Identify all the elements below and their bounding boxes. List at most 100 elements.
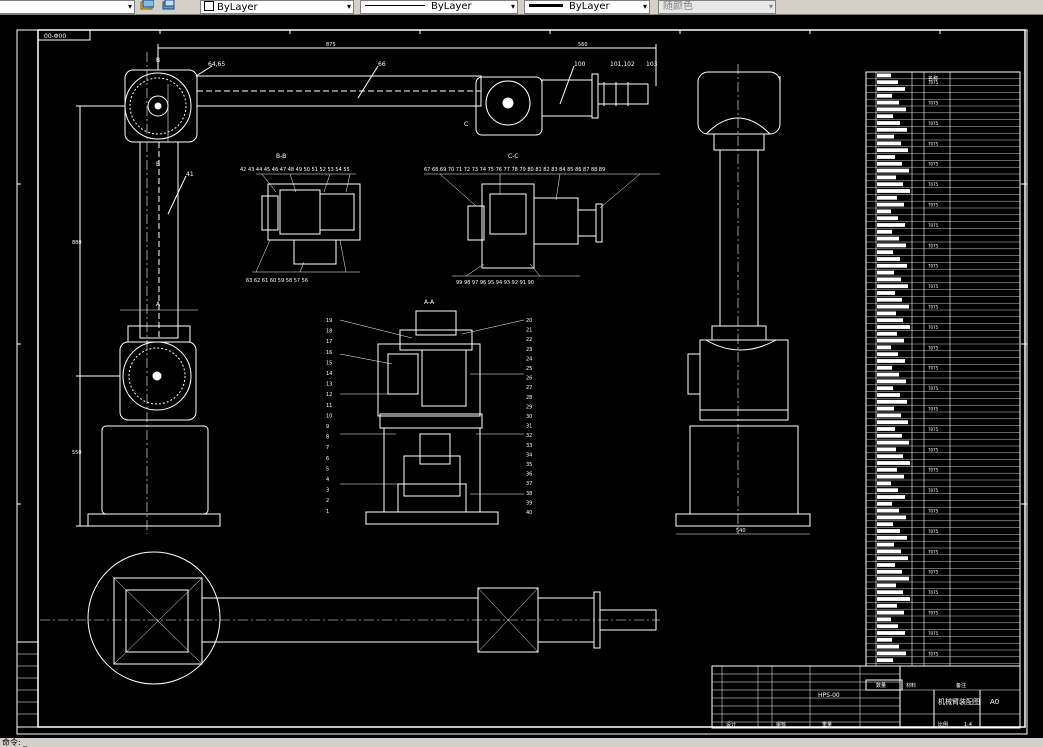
bom-material-code: 7075 (928, 366, 939, 371)
section-aa-callout-left: 1 (326, 509, 329, 515)
title-sheet: A0 (990, 698, 999, 706)
layer-combo-arrow[interactable]: ▾ (127, 2, 132, 11)
bom-part-name-cell (877, 631, 905, 635)
section-aa-callout-right: 32 (526, 433, 532, 439)
bom-part-name-cell (877, 474, 904, 479)
chevron-down-icon[interactable]: ▾ (642, 2, 647, 11)
section-aa-callout-left: 15 (326, 360, 332, 366)
layer-combo[interactable]: ▾ (0, 0, 135, 14)
section-aa-callout-right: 24 (526, 356, 532, 362)
bom-part-name-cell (877, 515, 906, 520)
dim-vertical-upper: 880 (72, 240, 82, 246)
chevron-down-icon[interactable]: ▾ (510, 2, 515, 11)
bom-part-name-cell (877, 236, 899, 241)
side-view (675, 64, 811, 535)
bom-part-name-cell (877, 583, 896, 588)
bom-part-name-cell (877, 223, 905, 227)
bom-part-name-cell (877, 420, 908, 425)
bom-material-code: 7075 (928, 203, 939, 208)
layer-previous-icon[interactable] (162, 0, 176, 12)
bom-part-name-cell (877, 522, 893, 527)
bom-material-code: 7075 (928, 651, 939, 656)
command-line-text: 命令: _ (2, 738, 28, 747)
bom-material-code: 7075 (928, 468, 939, 473)
bom-part-name-cell (877, 291, 895, 295)
section-cc-label: C-C (508, 153, 519, 160)
title-drawing-name: 机械臂装配图 (938, 697, 980, 706)
bom-part-name-cell (877, 427, 895, 431)
section-aa (339, 310, 525, 525)
drawing-canvas[interactable]: 00-Φ00 (0, 14, 1043, 738)
section-aa-callout-left: 19 (326, 318, 332, 324)
section-aa-callout-right: 22 (526, 337, 532, 343)
command-line[interactable]: 命令: _ (0, 738, 1043, 747)
bom-part-name-cell (877, 182, 903, 187)
section-aa-callout-right: 27 (526, 385, 532, 391)
section-aa-callout-left: 12 (326, 392, 332, 398)
bom-material-code: 7075 (928, 345, 939, 350)
callout-100: 100 (574, 61, 586, 68)
lineweight-combo[interactable]: ByLayer ▾ (524, 0, 650, 14)
layer-state-icon[interactable] (140, 0, 154, 12)
top-view (40, 551, 660, 685)
bom-material-code: 7075 (928, 80, 939, 85)
bom-part-name-cell (877, 87, 905, 91)
section-cc-callouts-bottom: 99 98 97 96 95 94 93 92 91 90 (456, 280, 534, 286)
section-bb (252, 173, 361, 273)
bom-material-code: 7075 (928, 447, 939, 452)
bom-part-name-cell (877, 651, 906, 656)
bom-part-name-cell (877, 127, 907, 132)
linetype-combo[interactable]: ByLayer ▾ (360, 0, 518, 14)
bom-part-name-cell (877, 495, 905, 499)
bom-part-name-cell (877, 243, 906, 248)
bom-material-code: 7075 (928, 488, 939, 493)
section-aa-callout-right: 26 (526, 376, 532, 382)
bom-part-name-cell (877, 304, 909, 309)
bom-material-code: 7075 (928, 386, 939, 391)
section-aa-callout-right: 21 (526, 328, 532, 334)
section-cc (424, 173, 660, 277)
section-cc-callouts-top: 67 68 69 70 71 72 73 74 75 76 77 78 79 8… (424, 167, 605, 173)
bom-part-name-cell (877, 569, 902, 574)
section-aa-callout-left: 14 (326, 371, 332, 377)
plotstyle-combo: 随颜色 ▾ (658, 0, 776, 14)
bom-part-name-cell (877, 311, 896, 316)
section-aa-callout-left: 3 (326, 488, 329, 494)
bom-material-codes: 7075 7075 7075 7075 7075 7075 7075 7075 7075 7075… (928, 80, 939, 656)
bom-part-name-cell (877, 209, 891, 214)
title-weight: 重量 (822, 721, 832, 728)
color-combo[interactable]: ByLayer ▾ (200, 0, 354, 14)
callout-41: 41 (186, 171, 194, 178)
section-aa-callout-right: 38 (526, 491, 532, 497)
bom-part-name-cell (877, 263, 907, 268)
bom-part-name-cell (877, 359, 905, 363)
bom-part-name-cell (877, 372, 899, 377)
bom-part-name-cell (877, 155, 895, 159)
lineweight-combo-value: ByLayer (569, 1, 610, 12)
bom-part-name-cell (877, 352, 898, 357)
bom-material-code: 7075 (928, 631, 939, 636)
title-ratio: 比例 (938, 721, 948, 728)
bom-part-name-cell (877, 161, 902, 166)
bom-part-name-cell (877, 488, 898, 493)
bom-part-name-cell (877, 270, 894, 275)
section-aa-callout-left: 7 (326, 445, 329, 451)
section-aa-callout-right: 35 (526, 462, 532, 468)
chevron-down-icon: ▾ (768, 2, 773, 11)
chevron-down-icon[interactable]: ▾ (346, 2, 351, 11)
title-designed: 设计 (726, 721, 736, 728)
bom-part-name-cell (877, 338, 904, 343)
bom-part-name-cell (877, 250, 893, 255)
bom-material-code: 7075 (928, 223, 939, 228)
mark-a: A (156, 301, 161, 308)
section-aa-callout-left: 4 (326, 477, 329, 483)
bom-material-code: 7075 (928, 101, 939, 106)
bom-part-name-cell (877, 637, 892, 642)
bom-part-name-cell (877, 318, 903, 323)
bom-part-name-cell (877, 175, 896, 180)
bom-part-name-cell (877, 80, 898, 85)
bom-part-name-cell (877, 93, 892, 98)
bom-part-name-cell (877, 107, 906, 112)
section-aa-right-callouts: 2021222324252627282930313233343536373839… (526, 318, 532, 516)
